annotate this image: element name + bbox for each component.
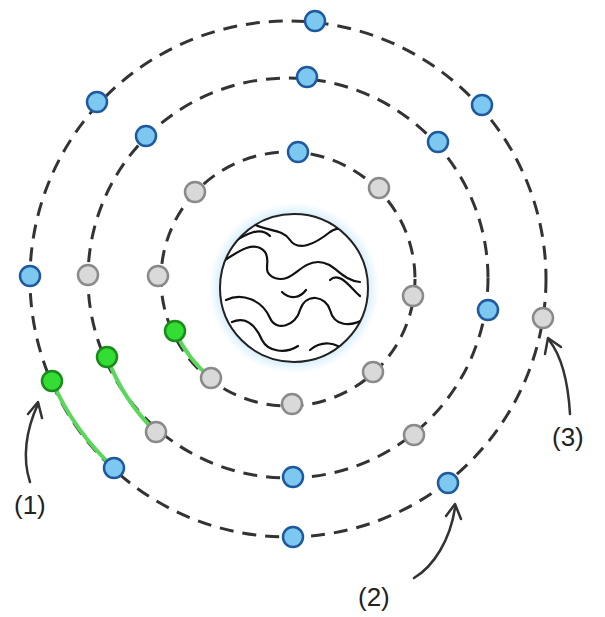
grey-dots [78, 178, 553, 445]
pointer-arrows [26, 338, 570, 578]
callout-number: (1) [14, 492, 46, 518]
green-dots [42, 321, 185, 391]
callout-number: (2) [358, 584, 390, 610]
trail-arcs [52, 331, 211, 468]
orbit-rings [30, 21, 546, 537]
callout-number: (3) [552, 424, 584, 450]
planet [208, 202, 380, 374]
blue-dots [20, 11, 498, 547]
